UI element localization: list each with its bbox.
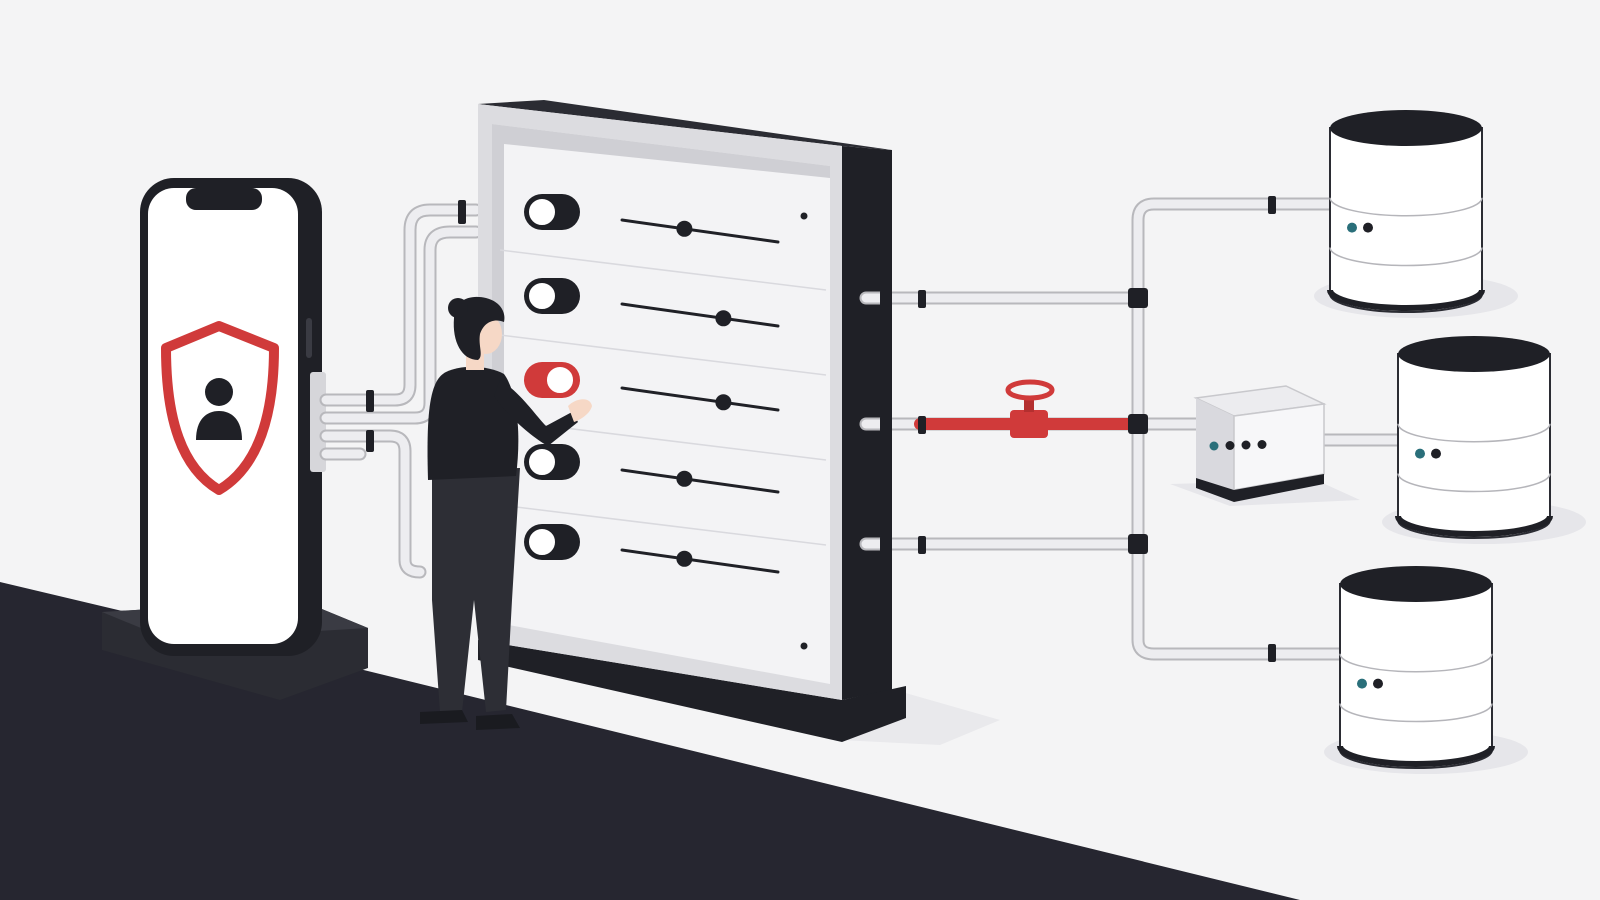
phone-notch — [186, 188, 262, 210]
valve-stem — [1024, 396, 1034, 412]
slider-track[interactable] — [620, 302, 780, 328]
database-icon — [1314, 110, 1518, 318]
slider-handle[interactable] — [715, 394, 732, 411]
pipe-clamps-right — [880, 196, 1412, 662]
valve-wheel — [1005, 379, 1055, 401]
database-icon — [1382, 336, 1586, 544]
database-divider — [1329, 197, 1483, 217]
person-hair-bun — [448, 298, 468, 318]
person-legs — [432, 468, 520, 712]
shoe — [420, 710, 468, 724]
database-divider — [1397, 423, 1551, 443]
indicator-dot — [1225, 441, 1235, 450]
slider-track[interactable] — [620, 548, 780, 574]
user-head — [205, 378, 233, 406]
toggle-knob — [545, 365, 575, 395]
database-body — [1339, 583, 1493, 769]
indicator-dot — [1373, 678, 1383, 689]
filter-box-base — [1196, 474, 1324, 502]
slider-handle[interactable] — [676, 470, 693, 487]
shield-user-icon — [161, 321, 279, 495]
database-body — [1397, 353, 1551, 539]
control-panel — [478, 100, 906, 742]
slider-handle[interactable] — [715, 310, 732, 327]
database-divider — [1339, 653, 1493, 673]
slider-track[interactable] — [620, 386, 780, 412]
indicator-dot — [1209, 441, 1219, 451]
shoe — [476, 714, 520, 730]
database-top — [1330, 110, 1482, 146]
indicator-dot — [1363, 222, 1373, 233]
database-icon — [1324, 566, 1528, 774]
database-divider — [1339, 703, 1493, 723]
database-base-ring — [1395, 515, 1553, 537]
slider-track[interactable] — [620, 468, 780, 494]
panel-top — [478, 100, 892, 150]
person-arm — [494, 380, 578, 446]
indicator-dot — [1357, 678, 1367, 689]
panel-inner-shade — [492, 124, 830, 622]
panel-row — [524, 194, 780, 244]
valve-icon — [1005, 379, 1055, 438]
panel-row — [524, 362, 780, 412]
panel-row-lines — [499, 249, 827, 546]
user-body — [196, 411, 242, 440]
indicator-dot — [1415, 448, 1425, 459]
panel-row — [524, 278, 780, 328]
database-top — [1340, 566, 1492, 602]
phone-side-button — [306, 318, 312, 358]
toggle-knob — [527, 527, 557, 557]
toggle-knob — [527, 447, 557, 477]
phone-panel-pipes — [319, 203, 483, 579]
panel-controls — [524, 194, 780, 574]
slider-track[interactable] — [620, 218, 780, 244]
indicator-dot — [1257, 440, 1267, 449]
person — [420, 296, 592, 730]
valve-body — [1010, 410, 1048, 438]
indicator-dot — [1347, 222, 1357, 233]
panel-screw — [800, 212, 808, 220]
shield-outline — [161, 321, 279, 495]
toggle-knob — [527, 281, 557, 311]
panel-screw — [800, 642, 808, 650]
pipe-clamps-left — [366, 200, 466, 452]
database-divider — [1397, 473, 1551, 493]
slider-handle[interactable] — [676, 550, 693, 567]
indicator-dot — [1431, 448, 1441, 459]
panel-row — [524, 444, 780, 494]
panel-row — [524, 524, 780, 574]
panel-base — [478, 640, 906, 742]
databases — [1314, 110, 1586, 774]
filter-box-icon — [1170, 385, 1360, 506]
database-body — [1329, 127, 1483, 313]
filter-box-indicators — [1209, 440, 1267, 451]
database-base-ring — [1327, 289, 1485, 311]
toggle-knob — [527, 197, 557, 227]
phone — [102, 178, 368, 700]
indicator-dot — [1241, 440, 1251, 450]
database-top — [1398, 336, 1550, 372]
slider-handle[interactable] — [676, 220, 693, 237]
database-divider — [1329, 247, 1483, 267]
person-hand — [568, 399, 592, 422]
database-base-ring — [1337, 745, 1495, 767]
